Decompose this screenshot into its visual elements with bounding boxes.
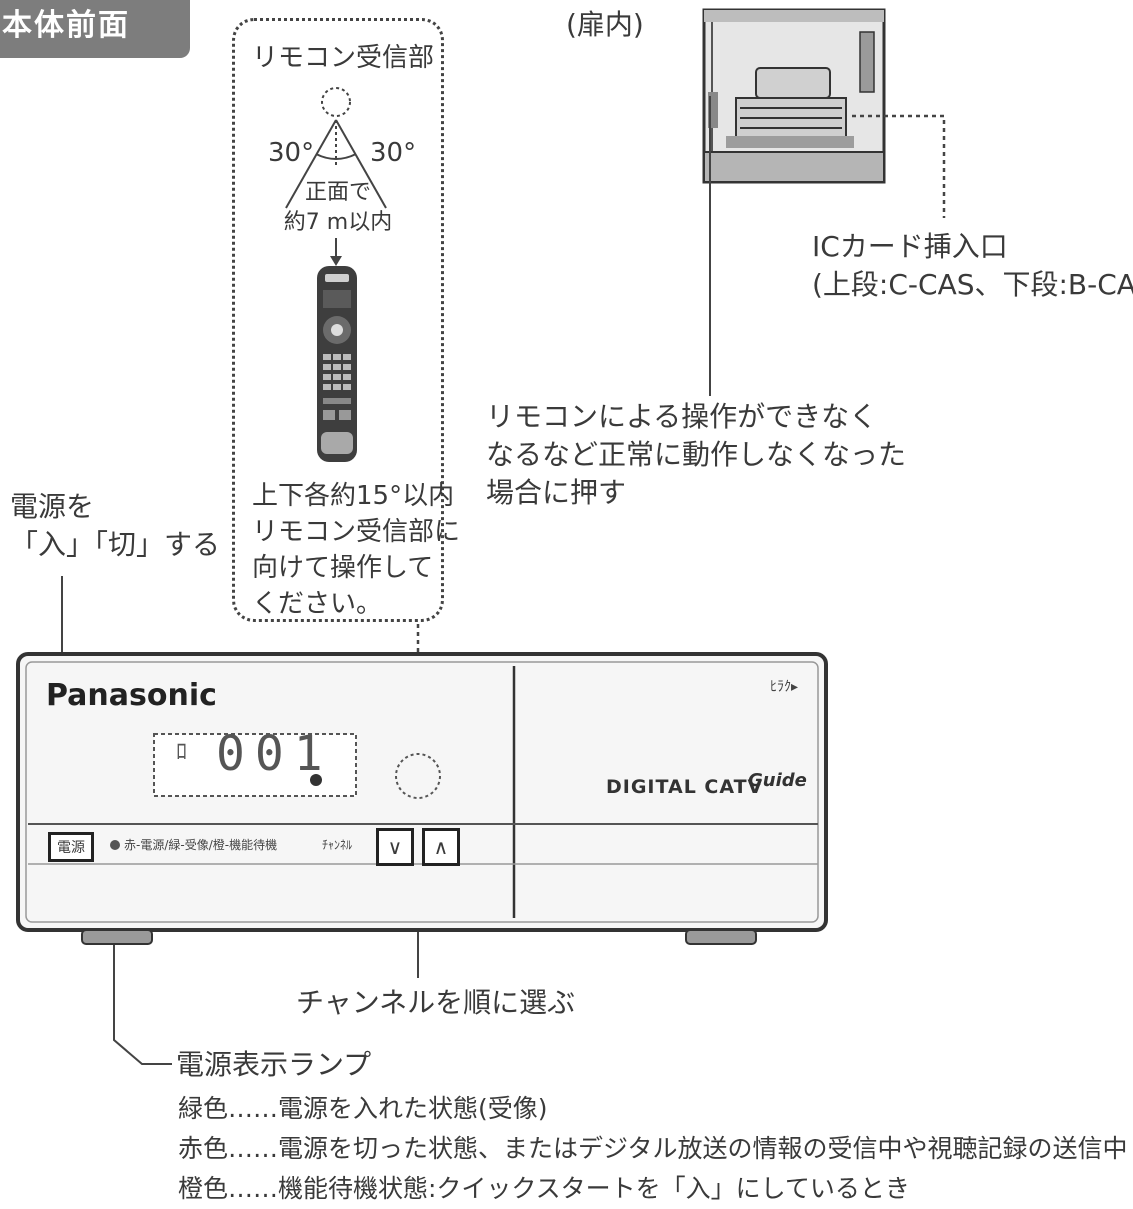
angle-left-label: 30° <box>268 138 315 168</box>
door-open-tag: ﾋﾗｸ▸ <box>770 679 799 695</box>
power-button-note: 電源を 「入」「切」する <box>10 488 220 564</box>
ic-card-slot-note: ICカード挿入口 (上段:C-CAS、下段:B-CAS) <box>812 228 1133 304</box>
distance-note: 正面で 約7 m以内 <box>282 178 394 238</box>
aim-instructions: 上下各約15°以内 リモコン受信部に 向けて操作して ください。 <box>252 478 460 622</box>
guide-logo: Guide <box>748 770 807 791</box>
ic-card-line-1: ICカード挿入口 <box>812 230 1008 263</box>
channel-panel-label: ﾁｬﾝﾈﾙ <box>322 838 353 852</box>
power-line-1: 電源を <box>10 490 95 523</box>
device-front-panel <box>16 652 828 945</box>
distance-line-2: 約7 m以内 <box>283 210 393 235</box>
distance-line-1: 正面で <box>304 180 371 205</box>
remote-receiver-title: リモコン受信部 <box>252 43 435 73</box>
reset-line-2: なるなど正常に動作しなくなった <box>486 438 907 471</box>
lamp-status-list: 緑色……電源を入れた状態(受像) 赤色……電源を切った状態、またはデジタル放送の… <box>178 1089 1128 1209</box>
section-tab: 本体前面 <box>0 0 190 58</box>
reset-line-1: リモコンによる操作ができなく <box>486 400 878 433</box>
remote-control-icon <box>317 266 357 462</box>
aim-line-1: 上下各約15°以内 <box>252 481 455 511</box>
channel-up-button[interactable]: ∧ <box>422 828 460 866</box>
lamp-title: 電源表示ランプ <box>176 1048 372 1081</box>
power-line-2: 「入」「切」する <box>10 528 221 561</box>
product-label: DIGITAL CATV <box>606 776 764 798</box>
door-note: (扉内) <box>566 8 644 41</box>
ic-card-line-2: (上段:C-CAS、下段:B-CAS) <box>812 268 1133 301</box>
reset-button-note: リモコンによる操作ができなく なるなど正常に動作しなくなった 場合に押す <box>486 398 906 512</box>
display-prefix: ﾛ <box>176 740 188 765</box>
remote-receiver-callout <box>232 18 444 622</box>
door-interior-illustration <box>702 8 886 184</box>
aim-line-4: ください。 <box>252 589 383 619</box>
power-lamp <box>110 840 120 850</box>
channel-display: 001 <box>216 726 333 782</box>
lamp-status-green: 緑色……電源を入れた状態(受像) <box>178 1094 548 1123</box>
reception-angle-diagram <box>285 87 387 266</box>
channel-down-button[interactable]: ∨ <box>376 828 414 866</box>
channel-note: チャンネルを順に選ぶ <box>296 986 576 1019</box>
lamp-legend: 赤-電源/緑-受像/橙-機能待機 <box>124 838 278 852</box>
aim-line-3: 向けて操作して <box>252 553 434 583</box>
brand-logo: Panasonic <box>46 678 217 713</box>
angle-right-label: 30° <box>370 138 417 168</box>
reset-line-3: 場合に押す <box>486 476 627 509</box>
lamp-status-red: 赤色……電源を切った状態、またはデジタル放送の情報の受信中や視聴記録の送信中 <box>178 1134 1128 1163</box>
lamp-status-orange: 橙色……機能待機状態:クイックスタートを「入」にしているとき <box>178 1174 910 1203</box>
power-button[interactable]: 電源 <box>48 832 94 862</box>
section-tab-label: 本体前面 <box>2 8 130 43</box>
aim-line-2: リモコン受信部に <box>252 517 461 547</box>
